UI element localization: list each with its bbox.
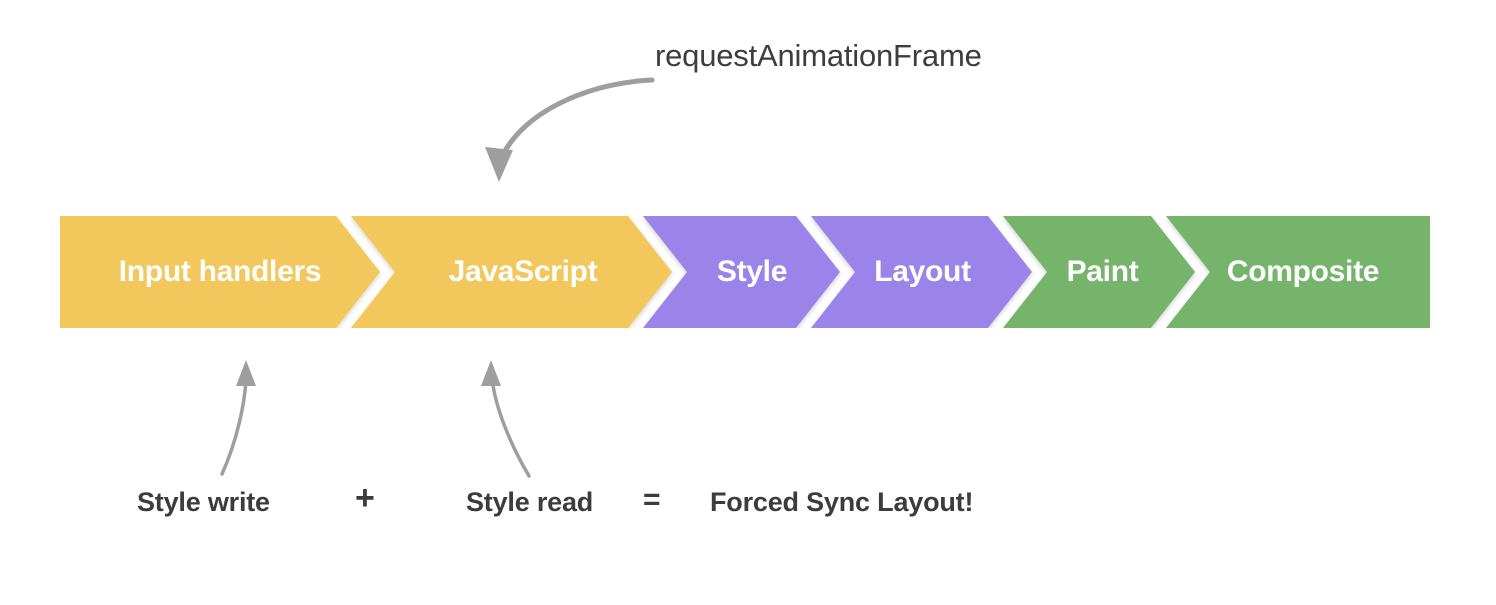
pipeline-segment-label-javascript: JavaScript [448, 255, 598, 288]
style-write-label: Style write [137, 487, 270, 517]
forced-sync-layout-label: Forced Sync Layout! [710, 487, 974, 517]
segment-shape-style [643, 216, 840, 328]
pipeline-segment-label-composite: Composite [1226, 255, 1380, 288]
segment-shape-layout [811, 216, 1032, 328]
pipeline-segment-style[interactable]: Style [652, 216, 852, 328]
style-read-arrow-icon [481, 360, 531, 478]
pipeline-segment-paint[interactable]: Paint [1010, 216, 1195, 328]
segment-shape-paint [1003, 216, 1195, 328]
plus-operator: + [355, 479, 375, 517]
pipeline-segment-layout[interactable]: Layout [820, 216, 1025, 328]
pipeline-segment-input-handlers[interactable]: Input handlers [60, 216, 380, 328]
request-animation-frame-label: requestAnimationFrame [655, 38, 982, 73]
pipeline-segment-label-input-handlers: Input handlers [118, 255, 322, 288]
pipeline-shapes [60, 216, 1430, 328]
pipeline-segment-label-layout: Layout [874, 255, 971, 288]
pipeline-segment-label-paint: Paint [1066, 255, 1139, 288]
segment-shape-composite [1166, 216, 1430, 328]
pipeline-segment-composite[interactable]: Composite [1178, 216, 1428, 328]
style-write-arrow-icon [220, 360, 256, 476]
raf-arrow-icon [485, 77, 655, 182]
segment-shape-input-handlers [60, 216, 380, 328]
pipeline-segment-label-style: Style [716, 255, 788, 288]
style-read-label: Style read [466, 487, 594, 517]
pipeline-segment-javascript[interactable]: JavaScript [363, 216, 683, 328]
equals-operator: = [643, 483, 661, 516]
rendering-pipeline: Input handlers JavaScript Style Layout P… [60, 216, 1430, 328]
segment-shape-javascript [351, 216, 672, 328]
